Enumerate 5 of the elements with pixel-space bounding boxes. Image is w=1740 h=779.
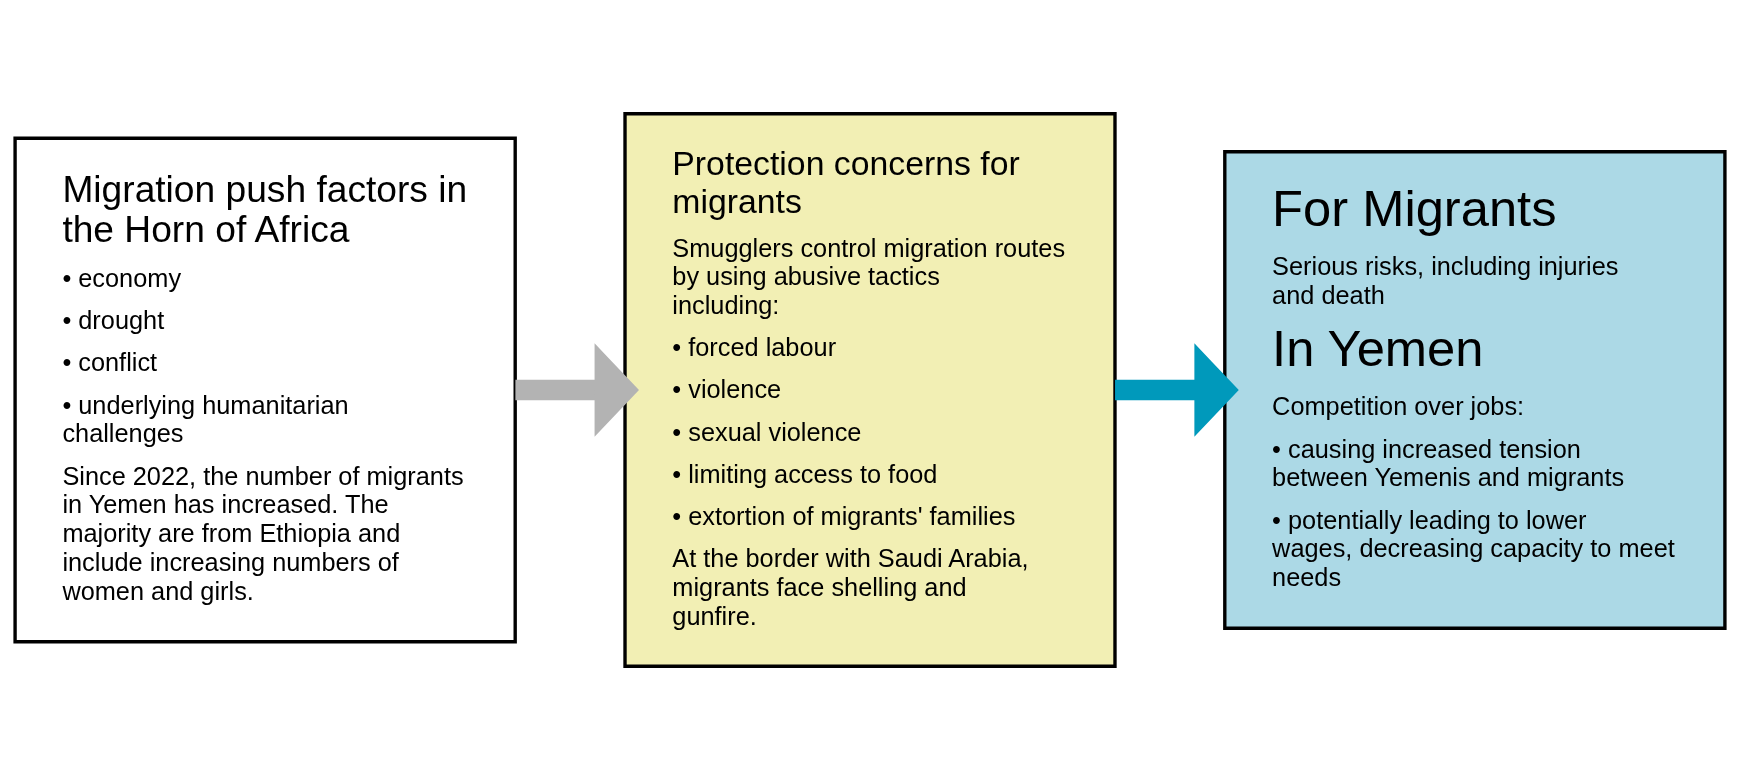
arrow (1115, 342, 1239, 437)
node-box: Migration push factors in the Horn of Africa • economy • drought • conflict • underlying humanitarian challenges Since 2022, the number of migrants in Yemen has increased. The majority are from Ethiopia and include increasing numbers of women and girls. (13, 136, 517, 643)
arrow (515, 342, 639, 437)
node-box: Protection concerns for migrants Smugglers control migration routes by using abusive tactics including: • forced labour • violence • sexual violence • limiting access to food • extortion of migrants' families At the border with Saudi Arabia, migrants face shelling and gunfire. (623, 111, 1117, 668)
node-box: For Migrants Serious risks, including injuries and death In Yemen Competition over jobs: • causing increased tension between Yemenis and migrants • potentially leading to lower wages, decreasing capacity to meet needs (1223, 149, 1727, 630)
